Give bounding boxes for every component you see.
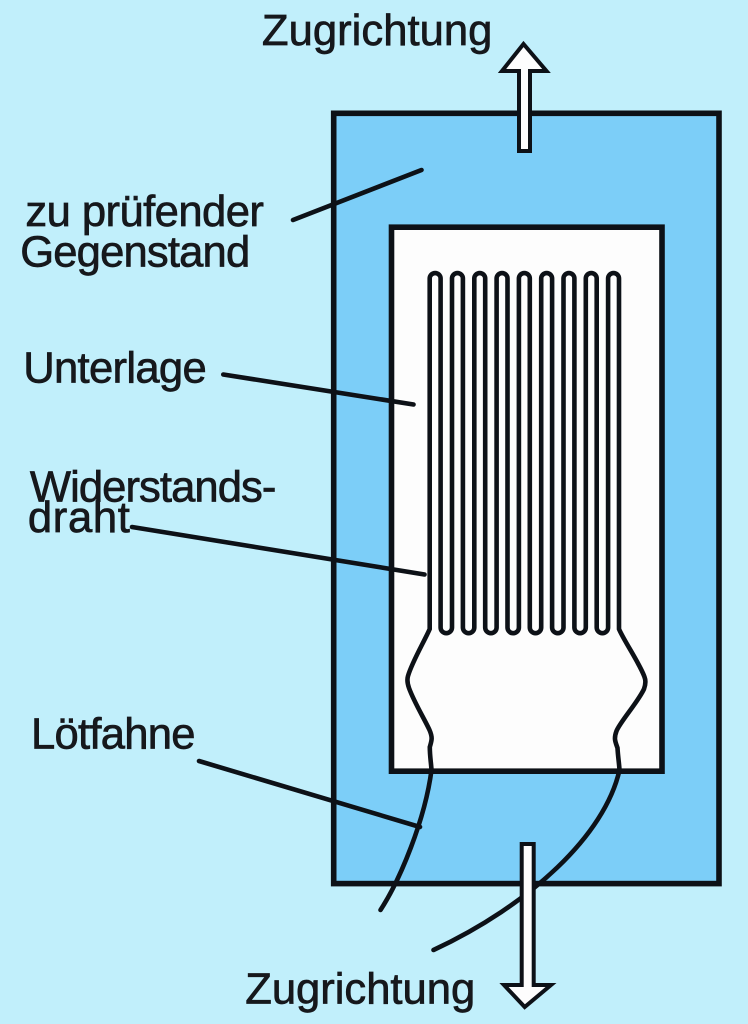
- svg-text:Zugrichtung: Zugrichtung: [245, 965, 475, 1013]
- svg-text:draht: draht: [28, 494, 130, 542]
- svg-text:zu prüfender: zu prüfender: [25, 188, 264, 236]
- svg-text:Zugrichtung: Zugrichtung: [262, 7, 493, 55]
- svg-text:Widerstands-: Widerstands-: [30, 464, 277, 512]
- svg-text:Lötfahne: Lötfahne: [31, 710, 196, 758]
- svg-text:Gegenstand: Gegenstand: [20, 229, 250, 277]
- svg-text:Unterlage: Unterlage: [23, 345, 207, 393]
